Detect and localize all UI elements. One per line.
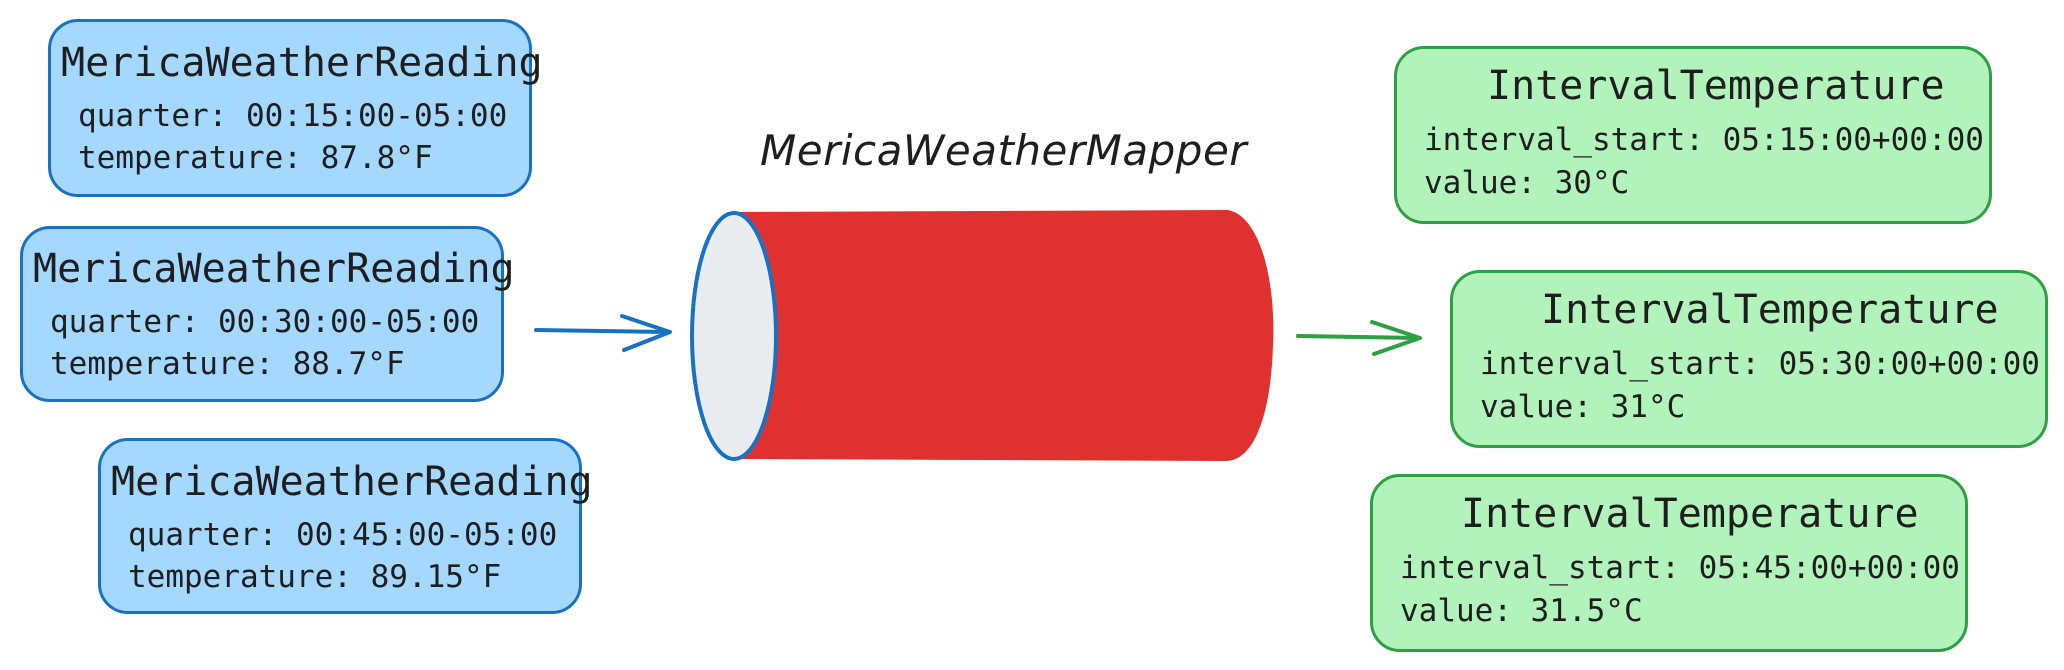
output-interval-start: interval_start: 05:15:00+00:00 [1424,122,1984,158]
input-reading-quarter: quarter: 00:45:00-05:00 [128,517,558,553]
input-reading-temperature: temperature: 88.7°F [50,346,405,382]
output-value: value: 30°C [1424,165,1630,201]
input-reading-quarter: quarter: 00:15:00-05:00 [78,98,508,134]
output-temperature-title: IntervalTemperature [1461,491,1919,537]
output-temperature-title: IntervalTemperature [1541,287,1999,333]
input-reading-card-2: MericaWeatherReading quarter: 00:30:00-0… [20,226,515,402]
output-temperature-card-1: IntervalTemperature interval_start: 05:1… [1394,46,1992,224]
input-reading-card-1: MericaWeatherReading quarter: 00:15:00-0… [48,19,543,197]
mapper-cylinder-body [734,209,1274,462]
output-temperature-card-2: IntervalTemperature interval_start: 05:3… [1450,270,2048,448]
output-temperature-title: IntervalTemperature [1487,63,1945,109]
output-value: value: 31°C [1480,389,1686,425]
mapper-label: MericaWeatherMapper [760,126,1248,175]
output-temperature-card-3: IntervalTemperature interval_start: 05:4… [1370,474,1968,652]
output-interval-start: interval_start: 05:30:00+00:00 [1480,346,2040,382]
mapper-cylinder-cap [690,211,778,461]
input-arrow [534,314,672,352]
input-reading-quarter: quarter: 00:30:00-05:00 [50,304,480,340]
input-reading-title: MericaWeatherReading [61,40,543,86]
input-reading-title: MericaWeatherReading [33,246,515,292]
output-arrow [1296,320,1422,356]
input-reading-temperature: temperature: 87.8°F [78,140,433,176]
input-reading-temperature: temperature: 89.15°F [128,559,502,595]
output-value: value: 31.5°C [1400,593,1643,629]
output-interval-start: interval_start: 05:45:00+00:00 [1400,550,1960,586]
mapper-cylinder [690,209,1274,462]
input-reading-title: MericaWeatherReading [111,459,593,505]
input-reading-card-3: MericaWeatherReading quarter: 00:45:00-0… [98,438,593,614]
